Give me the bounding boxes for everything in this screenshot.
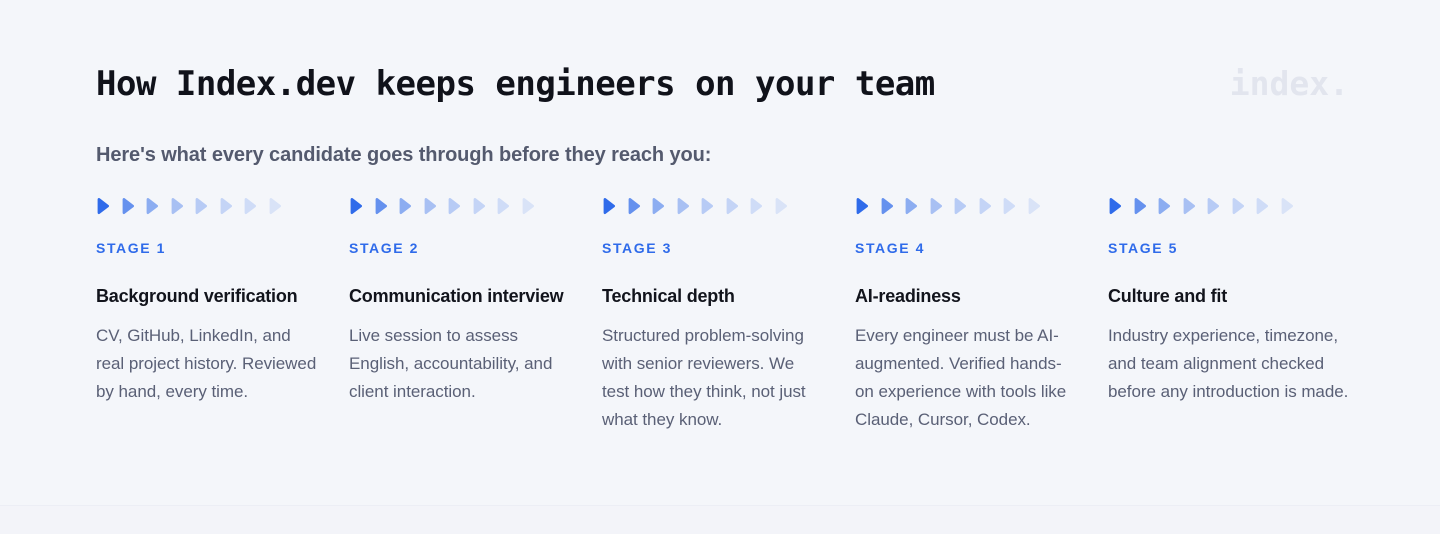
stage-heading: Culture and fit — [1108, 286, 1227, 306]
play-triangle-icon — [244, 197, 257, 214]
header: How Index.dev keeps engineers on your te… — [96, 62, 1349, 112]
play-triangle-icon — [603, 197, 616, 214]
stage-description: Structured problem-solving with senior r… — [602, 326, 806, 429]
play-triangle-icon — [375, 197, 387, 214]
play-triangle-icon — [881, 197, 893, 214]
stage-label: STAGE 3 — [602, 240, 673, 256]
progress-arrow-row — [855, 195, 1078, 217]
stage-label: STAGE 1 — [96, 240, 167, 256]
play-triangle-icon — [1281, 197, 1293, 214]
play-triangle-icon — [269, 197, 281, 214]
play-triangle-icon — [1028, 197, 1040, 214]
progress-arrow-row — [602, 195, 825, 217]
brand-logo: index. — [1229, 64, 1349, 103]
play-triangle-icon — [171, 197, 183, 214]
play-triangle-icon — [122, 197, 134, 214]
play-triangle-icon — [954, 197, 967, 214]
play-triangle-icon — [1134, 197, 1146, 214]
play-triangle-icon — [1158, 197, 1171, 214]
play-triangle-icon — [1256, 197, 1269, 214]
play-triangle-icon — [750, 197, 763, 214]
play-triangle-icon — [146, 197, 159, 214]
play-triangle-icon — [473, 197, 485, 214]
stage-description: Industry experience, timezone, and team … — [1108, 326, 1349, 401]
play-triangle-icon — [497, 197, 510, 214]
content-container: How Index.dev keeps engineers on your te… — [96, 0, 1349, 534]
play-triangle-icon — [775, 197, 787, 214]
stage-heading: Technical depth — [602, 286, 735, 306]
progress-arrow-row — [96, 195, 319, 217]
play-triangle-icon — [399, 197, 412, 214]
play-triangle-icon — [195, 197, 208, 214]
subtitle: Here's what every candidate goes through… — [96, 144, 712, 166]
play-triangle-icon — [97, 197, 110, 214]
stage-description: CV, GitHub, LinkedIn, and real project h… — [96, 326, 317, 401]
play-triangle-icon — [979, 197, 991, 214]
footer-band — [0, 505, 1440, 534]
stage-heading: Communication interview — [349, 286, 564, 306]
stage-description: Live session to assess English, accounta… — [349, 326, 553, 401]
progress-arrow-row — [349, 195, 572, 217]
stage-label: STAGE 4 — [855, 240, 926, 256]
play-triangle-icon — [856, 197, 869, 214]
play-triangle-icon — [220, 197, 232, 214]
play-triangle-icon — [628, 197, 640, 214]
stage-description: Every engineer must be AI-augmented. Ver… — [855, 326, 1067, 429]
play-triangle-icon — [1003, 197, 1016, 214]
play-triangle-icon — [522, 197, 534, 214]
play-triangle-icon — [424, 197, 436, 214]
play-triangle-icon — [1207, 197, 1220, 214]
stage-label: STAGE 5 — [1108, 240, 1179, 256]
page-title: How Index.dev keeps engineers on your te… — [96, 64, 935, 104]
stage-label: STAGE 2 — [349, 240, 420, 256]
play-triangle-icon — [930, 197, 942, 214]
play-triangle-icon — [1232, 197, 1244, 214]
play-triangle-icon — [1183, 197, 1195, 214]
play-triangle-icon — [448, 197, 461, 214]
play-triangle-icon — [350, 197, 363, 214]
play-triangle-icon — [1109, 197, 1122, 214]
progress-arrow-row — [1108, 195, 1352, 217]
play-triangle-icon — [726, 197, 738, 214]
stage-heading: Background verification — [96, 286, 298, 306]
stage-heading: AI-readiness — [855, 286, 961, 306]
play-triangle-icon — [905, 197, 918, 214]
play-triangle-icon — [701, 197, 714, 214]
play-triangle-icon — [652, 197, 665, 214]
play-triangle-icon — [677, 197, 689, 214]
